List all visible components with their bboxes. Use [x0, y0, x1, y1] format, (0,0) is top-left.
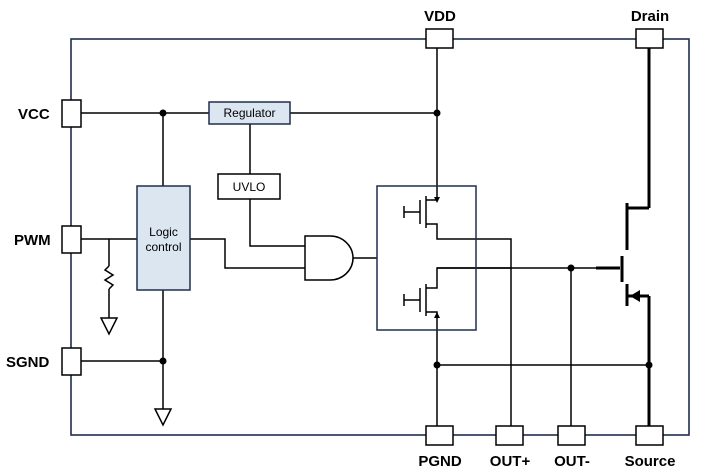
gate-driver-block [376, 185, 477, 331]
high-side-arrow [434, 197, 440, 203]
logic-control-block [136, 185, 191, 291]
vcc-pin [61, 99, 82, 128]
vdd-pin-label: VDD [424, 8, 456, 25]
drain-pin-label: Drain [631, 8, 669, 25]
vdd-junction [433, 109, 441, 117]
pulldown-resistor [103, 265, 115, 290]
sgnd-ground-icon [153, 408, 173, 427]
pwm-pin [61, 225, 82, 254]
vdd-pin [425, 28, 454, 49]
vcc-junction [159, 109, 167, 117]
low-side-drain-wire [426, 267, 511, 289]
logic-label-line1: Logic [149, 225, 178, 239]
high-side-source-wire [426, 223, 512, 426]
uvlo-block [217, 173, 281, 200]
pgnd-junction [433, 361, 441, 369]
out-plus-pin [495, 425, 524, 446]
uvlo-label: UVLO [233, 180, 266, 194]
drain-pin [635, 28, 664, 49]
regulator-label: Regulator [223, 106, 275, 120]
regulator-block [208, 101, 291, 125]
out-minus-pin-label: OUT- [554, 453, 590, 470]
and-gate-icon [304, 235, 354, 281]
sgnd-junction [159, 357, 167, 365]
uvlo-and-wire [249, 199, 305, 247]
low-side-arrow [434, 312, 440, 318]
source-pin [635, 425, 664, 446]
low-side-source-wire [426, 311, 438, 426]
sgnd-pin-label: SGND [6, 354, 50, 371]
pgnd-pin [425, 425, 454, 446]
pgnd-pin-label: PGND [418, 453, 462, 470]
logic-label-line2: control [145, 240, 181, 254]
sgnd-pin [61, 347, 82, 376]
source-pin-label: Source [625, 453, 676, 470]
pwm-pin-label: PWM [14, 232, 51, 249]
out-minus-junction [567, 264, 575, 272]
power-transistor-arrow [630, 290, 640, 302]
vcc-pin-label: VCC [18, 106, 50, 123]
source-junction [645, 361, 653, 369]
out-minus-pin [557, 425, 586, 446]
pwm-ground-icon [99, 317, 119, 336]
out-plus-pin-label: OUT+ [490, 453, 531, 470]
logic-and-wire [190, 238, 305, 269]
